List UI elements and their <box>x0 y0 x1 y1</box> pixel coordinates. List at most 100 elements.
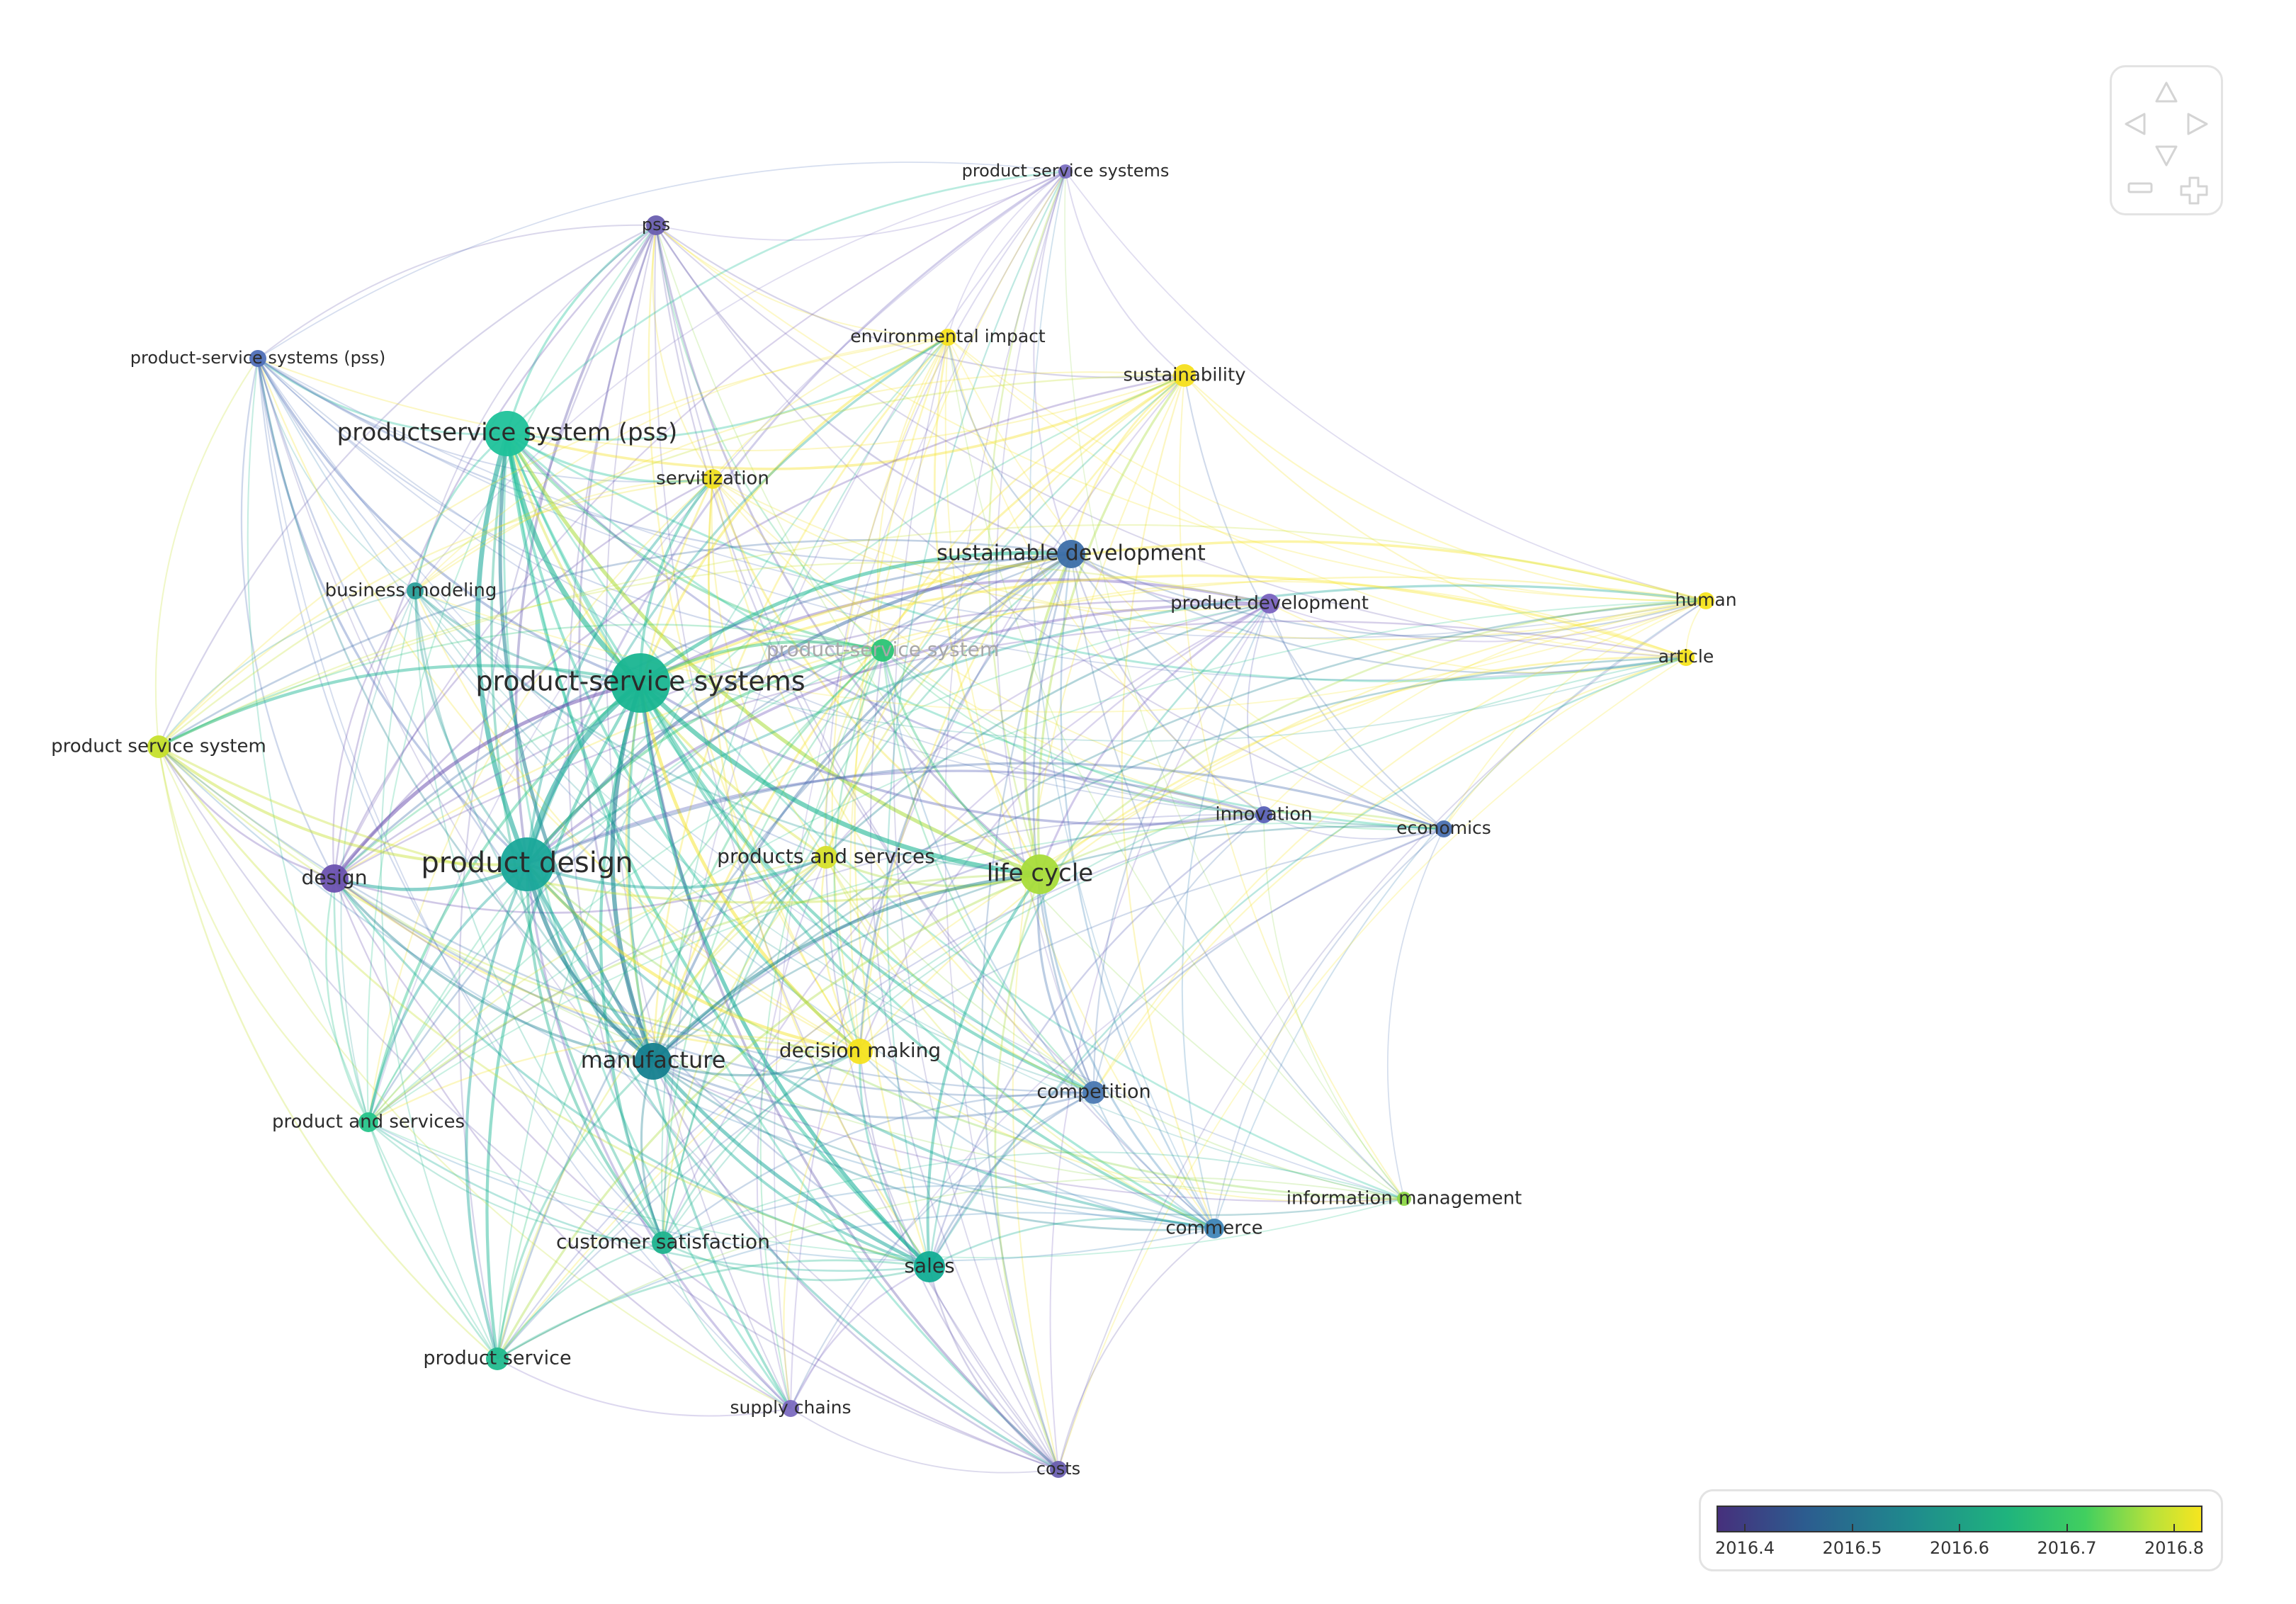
zoom-out-icon[interactable] <box>2127 182 2153 193</box>
edge-product_development-article <box>1269 603 1687 674</box>
node-product_development[interactable] <box>1260 594 1279 614</box>
edge-prodservsys_pss-supply_chains <box>502 433 792 1409</box>
edge-human-decision_making <box>859 599 1707 1052</box>
edge-ps_sys_pss-human <box>257 358 1707 639</box>
edge-products_and_services-information_management <box>825 857 1405 1199</box>
node-supply_chains[interactable] <box>782 1400 799 1417</box>
node-business_modeling[interactable] <box>407 582 424 599</box>
edge-product_design-costs <box>526 864 1059 1471</box>
node-economics[interactable] <box>1435 820 1452 837</box>
node-design[interactable] <box>320 864 349 893</box>
edge-product_development-competition <box>1092 603 1270 1093</box>
edge-commerce-customer_satisfaction <box>662 1185 1215 1244</box>
node-servitization[interactable] <box>703 469 723 489</box>
node-psys_top[interactable] <box>1058 164 1073 179</box>
edge-pss-customer_satisfaction <box>567 225 665 1243</box>
edge-psys_top-human <box>1065 171 1707 602</box>
edge-ps_sys_pss-pss_single <box>154 358 259 747</box>
node-products_and_services[interactable] <box>815 846 837 869</box>
node-decision_making[interactable] <box>847 1039 873 1064</box>
node-article[interactable] <box>1678 649 1695 666</box>
node-manufacture[interactable] <box>635 1043 672 1080</box>
edge-innovation-product_service <box>497 814 1265 1360</box>
edge-decision_making-information_management <box>859 1051 1405 1203</box>
edge-sust_dev-costs <box>981 553 1073 1470</box>
edge-ps_sys_pss-prodservsys_pss <box>257 357 508 436</box>
edge-products_and_services-costs <box>825 857 1059 1470</box>
edge-prodservsys_pss-competition <box>506 433 1095 1094</box>
edge-servitization-innovation <box>712 478 1265 815</box>
edge-economics-sales <box>928 828 1444 1267</box>
edge-business_modeling-ps_systems <box>414 589 641 684</box>
edge-psys_top-sustainability <box>1065 171 1185 376</box>
edge-products_and_services-competition <box>825 857 1095 1094</box>
edge-servitization-products_and_services <box>711 478 827 858</box>
edge-psys_top-life_cycle <box>988 171 1067 875</box>
edge-product_development-customer_satisfaction <box>662 603 1270 1243</box>
edge-pss_single-supply_chains <box>158 746 791 1409</box>
edge-decision_making-sales <box>859 1051 931 1267</box>
edge-env_impact-costs <box>893 337 1059 1470</box>
edge-article-costs <box>1058 657 1687 1470</box>
node-env_impact[interactable] <box>939 329 956 346</box>
node-competition[interactable] <box>1082 1081 1105 1104</box>
pan-up-icon[interactable] <box>2155 81 2178 103</box>
node-product_design[interactable] <box>500 837 554 891</box>
edge-commerce-product_service <box>497 1212 1215 1360</box>
node-label-prodservsys_pss: productservice system (pss) <box>337 419 678 447</box>
network-nodes[interactable] <box>147 164 1714 1478</box>
node-human[interactable] <box>1697 592 1714 609</box>
node-sustainability[interactable] <box>1173 364 1196 387</box>
node-sust_dev[interactable] <box>1057 540 1085 568</box>
edge-sust_dev-economics <box>1070 553 1444 830</box>
edge-prodservsys_pss-article <box>507 432 1687 682</box>
edge-sust_dev-commerce <box>1060 553 1216 1229</box>
node-ps_systems[interactable] <box>611 653 670 713</box>
edge-servitization-product_and_services <box>367 478 713 1123</box>
node-innovation[interactable] <box>1255 806 1272 823</box>
node-label-product_service: product service <box>423 1348 571 1369</box>
node-psys_faded[interactable] <box>871 639 894 662</box>
edge-innovation-product_and_services <box>368 813 1265 1123</box>
node-sales[interactable] <box>914 1251 945 1282</box>
node-information_management[interactable] <box>1397 1192 1411 1206</box>
node-costs[interactable] <box>1050 1461 1067 1478</box>
edge-human-ps_systems <box>640 540 1707 684</box>
edge-servitization-product_development <box>712 478 1270 612</box>
edge-prodservsys_pss-psys_faded <box>506 432 883 652</box>
edge-products_and_services-decision_making <box>820 857 861 1052</box>
edge-env_impact-business_modeling <box>414 337 949 592</box>
edge-sust_dev-product_design <box>526 552 1072 866</box>
pan-down-icon[interactable] <box>2155 145 2178 166</box>
edge-product_design-sales <box>525 863 931 1269</box>
edge-product_development-commerce <box>1181 603 1270 1229</box>
edge-sust_dev-human <box>1070 553 1707 638</box>
node-product_and_services[interactable] <box>358 1112 378 1132</box>
edge-economics-information_management <box>1387 828 1444 1199</box>
node-life_cycle[interactable] <box>1020 854 1060 894</box>
node-ps_sys_pss[interactable] <box>249 350 266 367</box>
pan-left-icon[interactable] <box>2125 113 2146 135</box>
zoom-in-icon[interactable] <box>2180 176 2208 205</box>
edge-sust_dev-product_and_services <box>367 553 1072 1123</box>
node-pss_single[interactable] <box>147 735 170 758</box>
edge-env_impact-life_cycle <box>933 337 1041 875</box>
edge-design-manufacture <box>333 877 654 1063</box>
edge-customer_satisfaction-product_service <box>497 1241 664 1360</box>
node-label-customer_satisfaction: customer satisfaction <box>556 1230 770 1253</box>
edge-pss-life_cycle <box>655 225 1041 876</box>
legend-tick-label: 2016.7 <box>2037 1538 2097 1558</box>
edge-commerce-costs <box>1058 1228 1215 1470</box>
node-prodservsys_pss[interactable] <box>485 411 530 456</box>
node-product_service[interactable] <box>486 1348 509 1370</box>
pan-right-icon[interactable] <box>2187 113 2208 135</box>
node-commerce[interactable] <box>1204 1219 1224 1238</box>
node-pss[interactable] <box>646 215 666 235</box>
node-customer_satisfaction[interactable] <box>652 1231 674 1254</box>
edge-manufacture-competition <box>652 1060 1095 1119</box>
edge-env_impact-product_service <box>496 337 949 1360</box>
edge-ps_sys_pss-customer_satisfaction <box>256 358 664 1243</box>
edge-life_cycle-costs <box>994 874 1060 1470</box>
